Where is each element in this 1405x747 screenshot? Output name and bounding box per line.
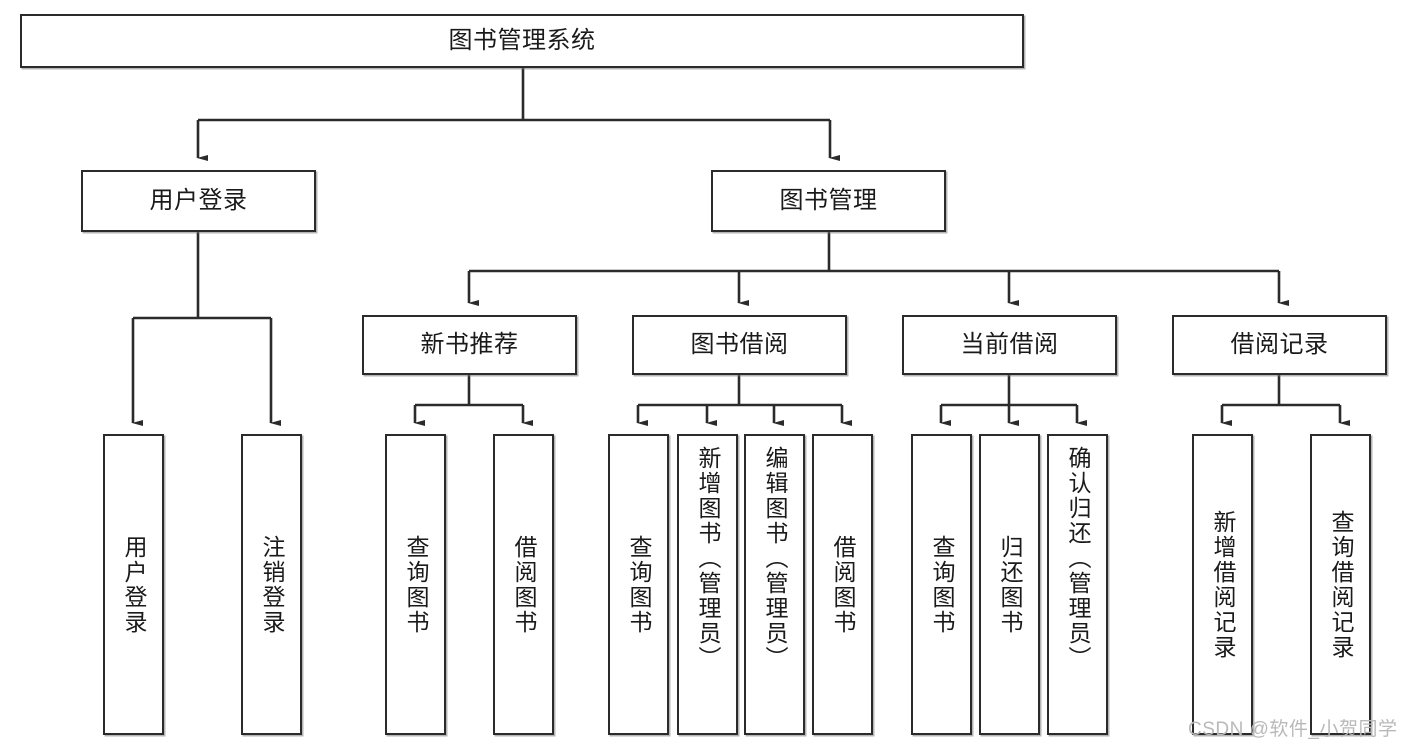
leaf-confirm-return-admin-label: 确认归还（管理员）: [1065, 446, 1091, 671]
node-borrow-record[interactable]: 借阅记录: [1172, 315, 1387, 375]
leaf-return-book-label: 归还图书: [997, 534, 1023, 635]
node-book-manage[interactable]: 图书管理: [711, 170, 946, 232]
leaf-add-borrow-record-label: 新增借阅记录: [1210, 509, 1236, 660]
node-new-book-recommend-label: 新书推荐: [420, 330, 519, 358]
leaf-confirm-return-admin[interactable]: 确认归还（管理员）: [1047, 434, 1108, 735]
node-new-book-recommend[interactable]: 新书推荐: [362, 315, 577, 375]
leaf-query-borrow-record-label: 查询借阅记录: [1328, 509, 1354, 660]
leaf-borrow-book-2-label: 借阅图书: [830, 534, 856, 635]
csdn-watermark: CSDN @软件_小贺同学: [1188, 719, 1398, 740]
leaf-return-book[interactable]: 归还图书: [979, 434, 1040, 735]
leaf-edit-book-admin[interactable]: 编辑图书（管理员）: [744, 434, 805, 735]
edges-bookborrow-to-leaves: [636, 375, 852, 426]
node-book-borrow[interactable]: 图书借阅: [632, 315, 847, 375]
leaf-user-login-label: 用户登录: [121, 534, 147, 635]
leaf-borrow-book-1[interactable]: 借阅图书: [493, 434, 554, 735]
leaf-borrow-book-1-label: 借阅图书: [511, 534, 537, 635]
leaf-user-login[interactable]: 用户登录: [103, 434, 164, 735]
leaf-query-borrow-record[interactable]: 查询借阅记录: [1310, 434, 1371, 735]
leaf-logout-login[interactable]: 注销登录: [241, 434, 302, 735]
edges-currentborrow-to-leaves: [939, 375, 1087, 426]
edges-borrowrecord-to-leaves: [1220, 375, 1350, 426]
node-user-login-label: 用户登录: [149, 186, 248, 214]
leaf-add-book-admin[interactable]: 新增图书（管理员）: [677, 434, 738, 735]
leaf-edit-book-admin-label: 编辑图书（管理员）: [762, 446, 788, 671]
node-root-system[interactable]: 图书管理系统: [20, 14, 1024, 68]
leaf-query-book-1-label: 查询图书: [403, 534, 429, 635]
leaf-query-book-2-label: 查询图书: [626, 534, 652, 635]
node-root-system-label: 图书管理系统: [448, 26, 596, 54]
node-current-borrow[interactable]: 当前借阅: [902, 315, 1117, 375]
leaf-query-book-3[interactable]: 查询图书: [911, 434, 972, 735]
leaf-query-book-3-label: 查询图书: [929, 534, 955, 635]
edges-newbook-to-leaves: [413, 375, 533, 426]
node-user-login[interactable]: 用户登录: [81, 170, 316, 232]
node-book-manage-label: 图书管理: [779, 186, 878, 214]
edges-bookmanage-to-level3: [467, 232, 1289, 306]
leaf-query-book-2[interactable]: 查询图书: [608, 434, 669, 735]
leaf-logout-login-label: 注销登录: [259, 534, 285, 635]
leaf-add-book-admin-label: 新增图书（管理员）: [695, 446, 721, 671]
edges-userlogin-to-leaves: [131, 232, 281, 426]
leaf-query-book-1[interactable]: 查询图书: [385, 434, 446, 735]
edges-root-to-level2: [196, 68, 840, 161]
node-borrow-record-label: 借阅记录: [1230, 330, 1329, 358]
node-current-borrow-label: 当前借阅: [960, 330, 1059, 358]
leaf-add-borrow-record[interactable]: 新增借阅记录: [1192, 434, 1253, 735]
leaf-borrow-book-2[interactable]: 借阅图书: [812, 434, 873, 735]
node-book-borrow-label: 图书借阅: [690, 330, 789, 358]
